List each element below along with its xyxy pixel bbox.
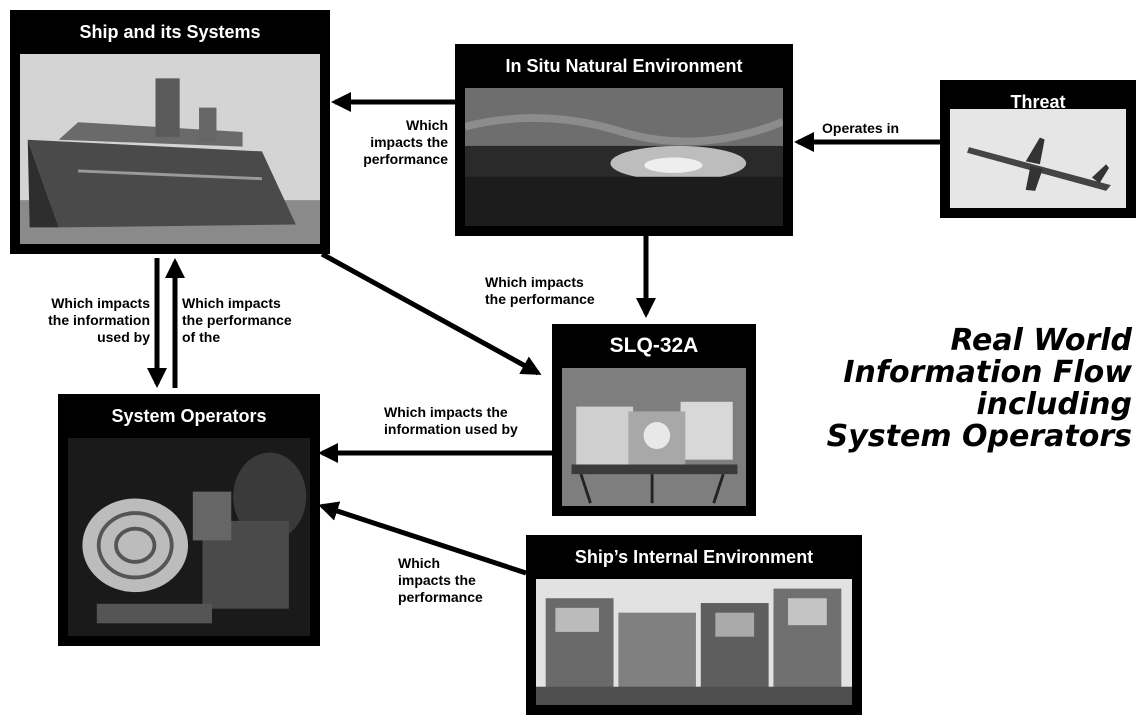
internal-panel: Ship’s Internal Environment [526,535,862,715]
label-environment-impacts-slq: Which impacts the performance [485,274,595,307]
slq-panel: SLQ-32A [552,324,756,516]
slq-panel-title: SLQ-32A [609,334,699,357]
label-internal-impacts-operators: Which impacts the performance [398,555,483,605]
environment-panel: In Situ Natural Environment [455,44,793,236]
operators-panel: System Operators [58,394,320,646]
label-environment-impacts-ship: Which impacts the performance [363,117,448,167]
threat-panel-title: Threat [1010,92,1066,112]
slq-photo [562,368,746,506]
ship-panel: Ship and its Systems [10,10,330,254]
label-operators-impact-ship: Which impacts the performance of the [182,295,292,345]
operators-panel-title: System Operators [111,406,267,426]
threat-photo [950,109,1126,208]
arrow-internal-to-operators [318,501,527,576]
ship-panel-title: Ship and its Systems [79,22,261,42]
label-ship-impacts-operators: Which impacts the information used by [48,295,150,345]
threat-panel: Threat [940,80,1136,218]
internal-photo [536,579,852,705]
label-slq-impacts-operators: Which impacts the information used by [384,404,518,437]
diagram-title: Real World Information Flow including Sy… [826,323,1132,454]
operators-photo [68,438,310,636]
label-operates-in: Operates in [822,120,900,136]
arrow-ship-to-slq [320,251,542,376]
internal-panel-title: Ship’s Internal Environment [574,547,814,567]
ship-photo [20,54,320,244]
environment-panel-title: In Situ Natural Environment [505,56,743,76]
environment-photo [465,88,783,226]
